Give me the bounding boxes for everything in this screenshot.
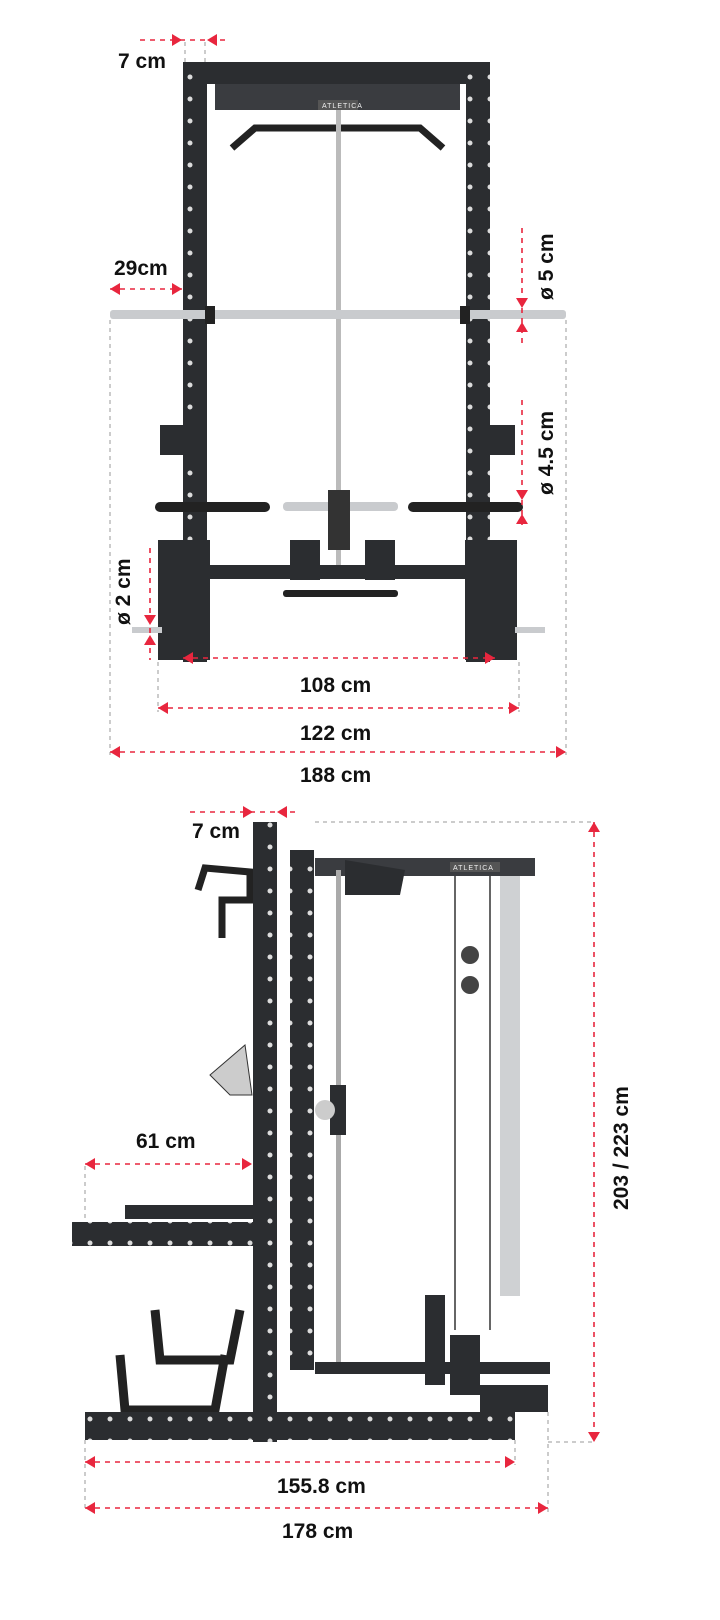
total-width-dimension: 188 cm [109,320,567,787]
pin-diameter-label: ø 4.5 cm [535,411,558,495]
bar-diameter-label: ø 5 cm [535,233,558,300]
height-dimension: 203 / 223 cm [315,821,633,1443]
safety-arm-label: 61 cm [136,1130,196,1153]
total-width-label: 188 cm [300,764,371,787]
bar-diameter-dimension: ø 5 cm [516,228,558,345]
brand-logo: ATLETICA [322,103,363,110]
front-upright-width-dimension: 7 cm [118,34,228,73]
plate-pin-diameter-dimension: ø 2 cm [112,548,156,660]
side-upright-width-dimension: 7 cm [190,806,300,843]
side-view-rack: ATLETICA [72,822,550,1442]
height-label: 203 / 223 cm [610,1086,633,1210]
upright-width-label: 7 cm [118,50,166,73]
total-length-dimension: 178 cm [85,1412,549,1543]
inner-width-label: 108 cm [300,674,371,697]
side-upright-width-label: 7 cm [192,820,240,843]
total-length-label: 178 cm [282,1520,353,1543]
pin-diameter-dimension: ø 4.5 cm [516,400,558,530]
sleeve-length-dimension: 29cm [110,257,182,295]
inner-width-dimension: 108 cm [183,652,495,697]
plate-pin-diameter-label: ø 2 cm [112,558,135,625]
side-brand-logo: ATLETICA [453,865,494,872]
sleeve-length-label: 29cm [114,257,168,280]
base-width-label: 122 cm [300,722,371,745]
base-length-dimension: 155.8 cm [84,1440,516,1512]
safety-arm-dimension: 61 cm [84,1130,252,1222]
front-view-rack: ATLETICA [110,62,566,662]
base-length-label: 155.8 cm [277,1475,366,1498]
base-width-dimension: 122 cm [157,662,520,745]
